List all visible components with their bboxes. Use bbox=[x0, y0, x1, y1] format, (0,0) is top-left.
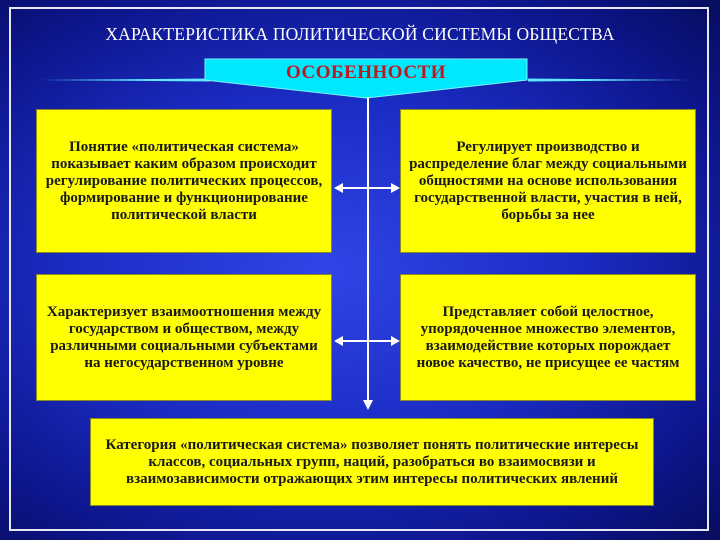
feature-box-bottom: Категория «политическая система» позволя… bbox=[90, 418, 654, 506]
feature-text-middle-right: Представляет собой целостное, упорядочен… bbox=[416, 303, 680, 371]
banner-line-left bbox=[40, 78, 210, 82]
arrow-right-middle bbox=[391, 336, 400, 346]
arrow-left-top bbox=[334, 183, 343, 193]
banner-shape bbox=[204, 58, 528, 99]
feature-text-top-right: Регулирует производство и распределение … bbox=[409, 138, 687, 223]
banner-label: ОСОБЕННОСТИ bbox=[286, 62, 446, 83]
feature-box-middle-left: Характеризует взаимоотношения между госу… bbox=[36, 274, 332, 401]
slide-frame bbox=[9, 7, 709, 531]
feature-text-top-left: Понятие «политическая система» показывае… bbox=[45, 138, 323, 223]
banner-line-right bbox=[528, 78, 690, 82]
arrow-right-top bbox=[391, 183, 400, 193]
feature-text-middle-left: Характеризует взаимоотношения между госу… bbox=[46, 303, 322, 371]
feature-text-bottom: Категория «политическая система» позволя… bbox=[105, 436, 639, 487]
feature-box-top-right: Регулирует производство и распределение … bbox=[400, 109, 696, 253]
slide-title: ХАРАКТЕРИСТИКА ПОЛИТИЧЕСКОЙ СИСТЕМЫ ОБЩЕ… bbox=[105, 24, 615, 44]
down-arrowhead bbox=[363, 400, 373, 410]
arrow-left-middle bbox=[334, 336, 343, 346]
feature-box-middle-right: Представляет собой целостное, упорядочен… bbox=[400, 274, 696, 401]
banner-graphic bbox=[40, 58, 690, 99]
feature-box-top-left: Понятие «политическая система» показывае… bbox=[36, 109, 332, 253]
